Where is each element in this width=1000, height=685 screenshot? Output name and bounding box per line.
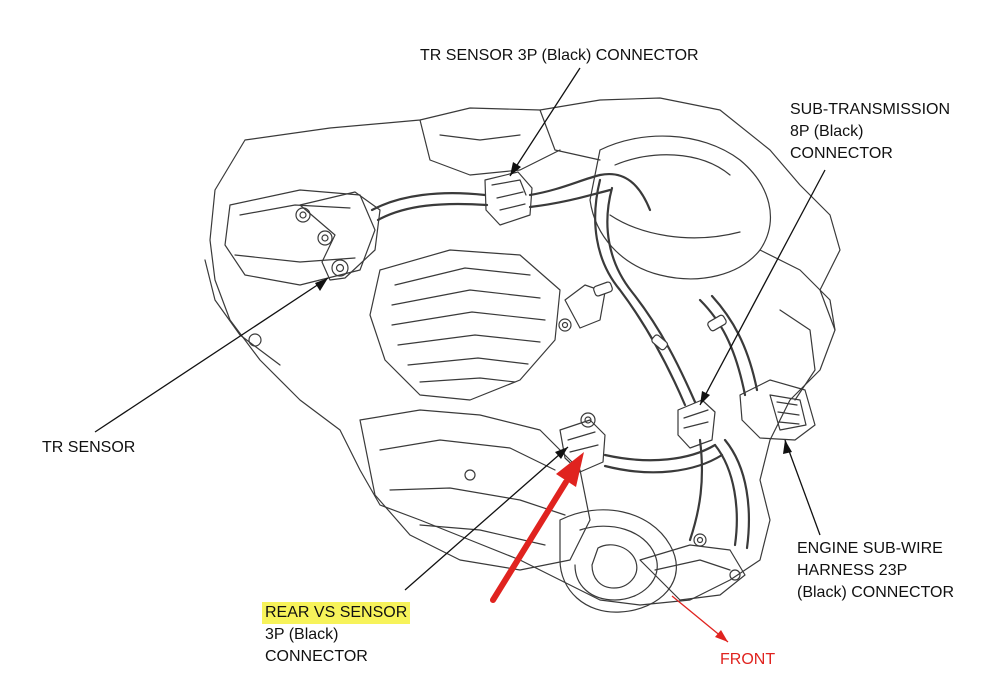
leader-arrowheads xyxy=(315,162,792,459)
transmission-case xyxy=(204,97,841,613)
leader-tr-sensor xyxy=(94,277,329,433)
harness-clamps xyxy=(593,281,727,351)
label-engine-sub-wire-harness: ENGINE SUB-WIRE HARNESS 23P (Black) CONN… xyxy=(797,540,955,601)
leader-engine-sub-wire xyxy=(784,439,821,536)
leader-tr-connector xyxy=(509,67,581,177)
label-rear-vs-sensor: REAR VS SENSOR 3P (Black) CONNECTOR xyxy=(262,602,411,668)
wiring-harness xyxy=(370,172,759,550)
label-front: FRONT xyxy=(720,651,776,668)
front-arrowhead xyxy=(715,630,728,642)
leader-rear-vs-sensor xyxy=(404,446,569,591)
label-sub-transmission-connector: SUB-TRANSMISSION 8P (Black) CONNECTOR xyxy=(790,101,951,162)
red-callout-arrow xyxy=(490,452,584,603)
label-tr-sensor-connector: TR SENSOR 3P (Black) CONNECTOR xyxy=(420,47,699,64)
highlighted-rear-vs-sensor: REAR VS SENSOR xyxy=(262,602,411,624)
leader-sub-transmission xyxy=(699,169,826,406)
label-tr-sensor: TR SENSOR xyxy=(42,439,136,456)
leader-lines xyxy=(94,67,826,643)
